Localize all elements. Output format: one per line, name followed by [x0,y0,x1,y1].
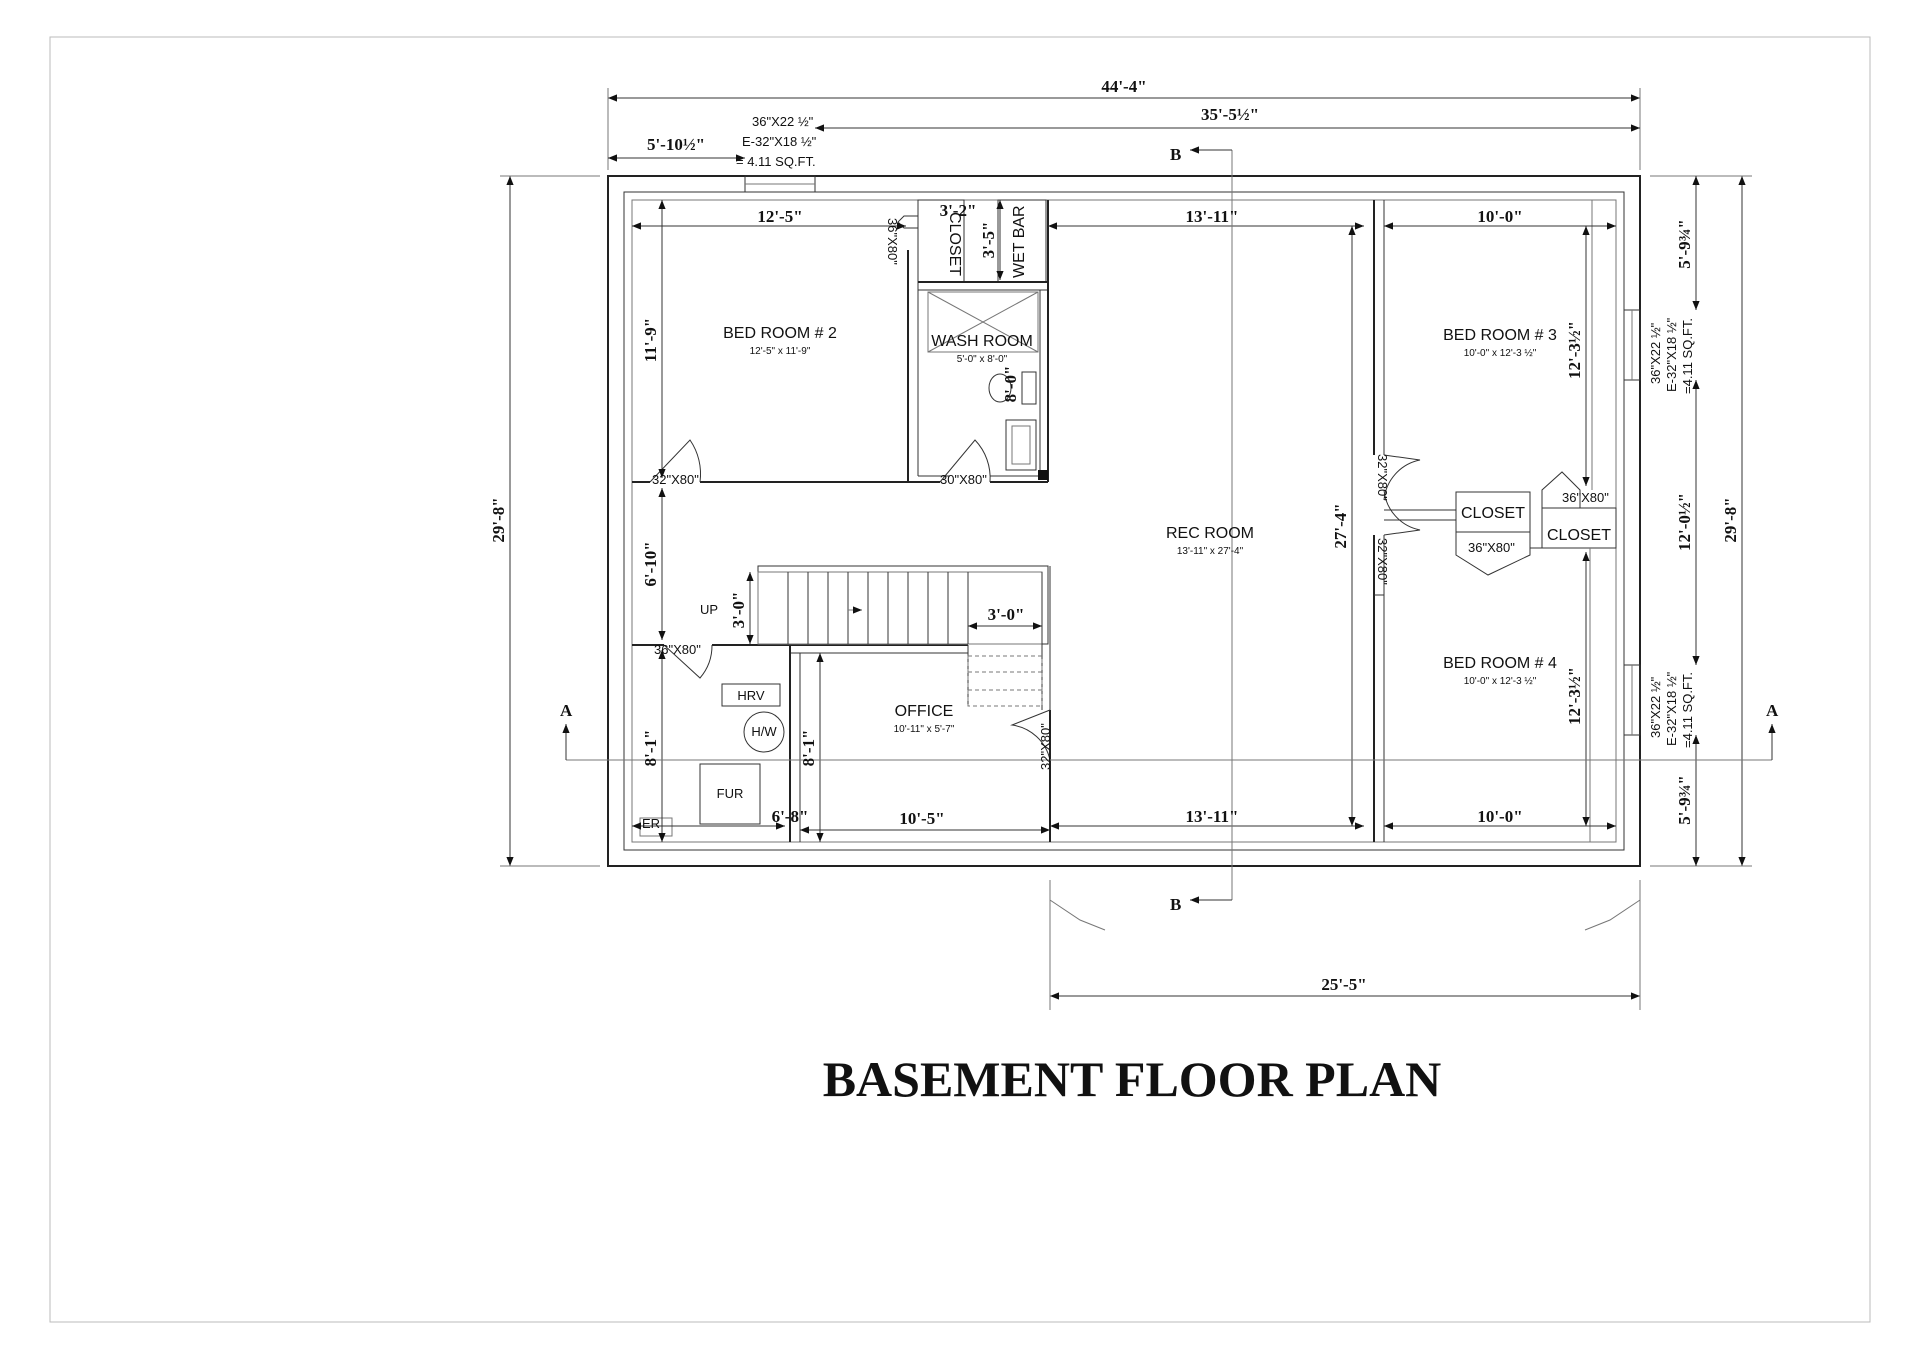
hrv-label: HRV [737,688,765,703]
mech-width-dim: 6'-8" [772,807,809,826]
overall-height-left-dim: 29'-8" [489,497,508,542]
hw-label: H/W [751,724,777,739]
door-label-bed2: 32"X80" [652,472,699,487]
door-label-closet-mid: 36"X80" [1468,540,1515,555]
room-labels: BED ROOM # 2 12'-5" x 11'-9" WASH ROOM 5… [642,205,1611,831]
door-label-bed4: 32"X80" [1375,538,1390,585]
right-lower-window-area: =4.11 SQ.FT. [1680,672,1695,748]
section-lines [562,146,1776,904]
rec-label: REC ROOM [1166,525,1254,542]
bed4-label: BED ROOM # 4 [1443,655,1557,672]
right-lower-window-size: 36"X22 ½" [1648,676,1663,738]
wash-label: WASH ROOM [931,333,1033,350]
bed4-height-dim: 12'-3½" [1565,667,1584,725]
page-title: BASEMENT FLOOR PLAN [823,1051,1442,1107]
right-upper-window-area: =4.11 SQ.FT. [1680,318,1695,394]
wash-size: 5'-0" x 8'-0" [957,354,1008,365]
top-window-area: = 4.11 SQ.FT. [736,154,816,169]
right-upper-window-egress: E-32"X18 ½" [1664,317,1679,392]
closet-right-label: CLOSET [1547,527,1611,544]
stair-height-dim: 3'-0" [729,592,748,629]
bottom-dim: 25'-5" [1321,975,1366,994]
sheet-border [49,36,1871,1323]
stair-up-label: UP [700,602,718,617]
section-b-bottom: B [1170,895,1181,914]
closet-width-dim: 3'-2" [940,201,977,220]
bed3-size: 10'-0" x 12'-3 ½" [1464,348,1537,359]
section-markers: A A B B [560,145,1779,914]
stair-left-dim: 6'-10" [641,541,660,586]
bed3-height-dim: 12'-3½" [1565,321,1584,379]
furnace-label: FUR [717,786,744,801]
door-label-wash: 30"X80" [940,472,987,487]
overall-width-dim: 44'-4" [1101,77,1146,96]
bed3-label: BED ROOM # 3 [1443,327,1557,344]
office-height-dim: 8'-1" [799,730,818,767]
er-label: ER [642,816,660,831]
rec-height-dim: 27'-4" [1331,503,1350,548]
bed4-width-dim: 10'-0" [1477,807,1522,826]
upper-left-dim: 5'-10½" [647,135,705,154]
section-a-left: A [560,701,573,720]
door-swings [649,439,1421,761]
office-label: OFFICE [895,703,954,720]
landing-dim: 3'-0" [988,605,1025,624]
right-lower-window-egress: E-32"X18 ½" [1664,671,1679,746]
right-upper-window-size: 36"X22 ½" [1648,322,1663,384]
dimension-labels: 44'-4" 35'-5½" 5'-10½" 12'-5" 3'-2" 13'-… [489,77,1740,994]
office-width-dim: 10'-5" [899,809,944,828]
bed2-size: 12'-5" x 11'-9" [750,346,811,357]
right-top-dim: 5'-9¾" [1675,219,1694,269]
top-window-egress: E-32"X18 ½" [742,134,817,149]
section-b-top: B [1170,145,1181,164]
rec-size: 13'-11" x 27'-4" [1177,546,1244,557]
wet-bar-label: WET BAR [1011,205,1028,278]
door-label-mech: 36"X80" [654,642,701,657]
middle-right-dim: 12'-0½" [1675,493,1694,551]
bed2-width-dim: 12'-5" [757,207,802,226]
door-label-closet: 36"X80" [885,218,900,265]
bed3-width-dim: 10'-0" [1477,207,1522,226]
rec-width-top-dim: 13'-11" [1186,207,1239,226]
closet-mid-label: CLOSET [1461,505,1525,522]
mech-height-dim: 8'-1" [641,730,660,767]
top-window-size: 36"X22 ½" [752,114,814,129]
closet-top-label: CLOSET [946,212,963,276]
dimension-lines [500,88,1752,1010]
washroom-fixture-dim: 8'-0" [1001,366,1020,403]
bed2-label: BED ROOM # 2 [723,325,837,342]
office-size: 10'-11" x 5'-7" [894,724,955,735]
right-bottom-dim: 5'-9¾" [1675,775,1694,825]
door-label-closet-right: 36"X80" [1562,490,1609,505]
door-label-office: 32"X80" [1038,723,1053,770]
bed2-height-dim: 11'-9" [641,318,660,362]
section-a-right: A [1766,701,1779,720]
bed4-size: 10'-0" x 12'-3 ½" [1464,676,1537,687]
door-label-bed3: 32"X80" [1375,454,1390,501]
closet-depth-dim: 3'-5" [979,222,998,259]
door-labels: 36"X80" 32"X80" 30"X80" 36"X80" 32"X80" … [652,218,1609,770]
window-notes: 36"X22 ½" E-32"X18 ½" = 4.11 SQ.FT. 36"X… [736,114,1695,748]
overall-height-right-dim: 29'-8" [1721,497,1740,542]
rec-width-bottom-dim: 13'-11" [1186,807,1239,826]
upper-right-dim: 35'-5½" [1201,105,1259,124]
